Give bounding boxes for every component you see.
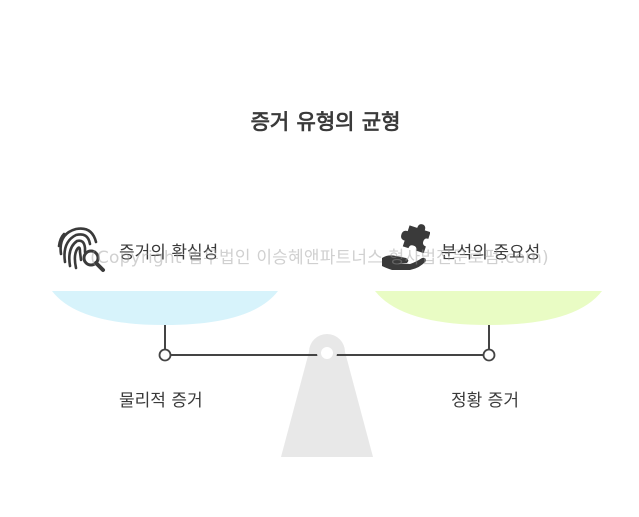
fulcrum <box>281 334 373 457</box>
left-joint <box>158 348 172 362</box>
left-pan <box>52 291 278 325</box>
diagram-title: 증거 유형의 균형 <box>250 110 401 134</box>
pivot-ring <box>317 343 337 363</box>
right-caption: 정황 증거 <box>451 391 519 411</box>
right-pan <box>375 291 602 325</box>
left-caption: 물리적 증거 <box>119 391 203 411</box>
left-heading: 증거의 확실성 <box>119 243 219 263</box>
fingerprint-search-icon <box>57 227 105 272</box>
right-heading: 분석의 중요성 <box>441 243 541 263</box>
puzzle-hand-icon <box>382 224 430 270</box>
copyright-watermark: (Copyright 법무법인 이승혜앤파트너스 형사법전문로펌.com) <box>90 248 549 268</box>
right-joint <box>482 348 496 362</box>
